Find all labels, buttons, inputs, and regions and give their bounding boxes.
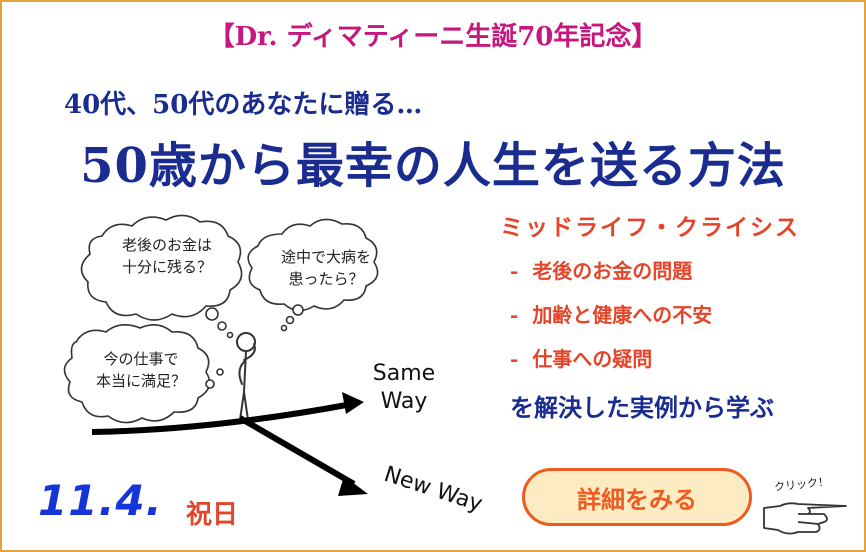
learn-text: を解決した実例から学ぶ <box>510 393 774 422</box>
issue-text: 老後のお金の問題 <box>532 259 693 283</box>
thought-bubble <box>205 379 215 389</box>
cloud-line: 十分に残る？ <box>121 258 212 276</box>
cloud-line: 本当に満足？ <box>95 372 186 390</box>
new-way-arrow <box>238 415 356 487</box>
issue-list: -老後のお金の問題 -加齢と健康への不安 -仕事への疑問 <box>510 256 712 388</box>
way-line: Same <box>372 361 436 386</box>
thought-cloud-2 <box>247 218 379 312</box>
thought-cloud-3 <box>63 324 211 424</box>
thought-bubble <box>292 304 304 316</box>
main-title: 50歳から最幸の人生を送る方法 <box>80 138 786 194</box>
issue-text: 加齢と健康への不安 <box>532 303 713 327</box>
cloud-text-2: 途中で大病を 患ったら？ <box>276 246 376 290</box>
same-way-arrowhead <box>342 392 364 414</box>
issue-text: 仕事への疑問 <box>532 347 653 371</box>
list-item: -加齢と健康への不安 <box>510 300 712 344</box>
dash: - <box>510 303 519 327</box>
thought-bubble <box>205 307 219 321</box>
illustration-drawing <box>63 214 379 496</box>
anniversary-heading: 【Dr. ディマティーニ生誕70年記念】 <box>208 22 658 52</box>
illustration: 老後のお金は 十分に残る？ 途中で大病を 患ったら？ 今の仕事で 本当に満足？ … <box>62 214 502 544</box>
thought-bubble <box>226 331 234 339</box>
same-way-arrow <box>91 401 353 435</box>
thought-bubble <box>216 368 224 376</box>
cloud-line: 老後のお金は <box>121 236 212 254</box>
thought-bubble <box>217 321 227 331</box>
cloud-text-3: 今の仕事で 本当に満足？ <box>76 348 206 392</box>
dash: - <box>510 347 519 371</box>
cloud-line: 患ったら？ <box>288 270 364 288</box>
list-item: -仕事への疑問 <box>510 344 712 388</box>
subtitle: 40代、50代のあなたに贈る… <box>64 90 423 120</box>
same-way-label: Same Way <box>368 360 440 416</box>
holiday-label: 祝日 <box>186 500 239 530</box>
stick-figure <box>236 332 256 421</box>
thought-cloud-1 <box>80 214 243 321</box>
crisis-heading: ミッドライフ・クライシス <box>500 214 800 241</box>
event-date: 11.4. <box>38 476 163 525</box>
cloud-line: 途中で大病を <box>280 248 371 266</box>
way-line: Way <box>380 389 428 414</box>
list-item: -老後のお金の問題 <box>510 256 712 300</box>
thought-bubble <box>280 324 288 332</box>
new-way-arrowhead <box>338 476 368 496</box>
pointing-hand-icon[interactable] <box>758 492 850 538</box>
details-button[interactable]: 詳細をみる <box>522 468 752 526</box>
dash: - <box>510 259 519 283</box>
thought-bubble <box>285 315 295 325</box>
cloud-line: 今の仕事で <box>103 350 179 368</box>
cloud-text-1: 老後のお金は 十分に残る？ <box>102 234 232 278</box>
